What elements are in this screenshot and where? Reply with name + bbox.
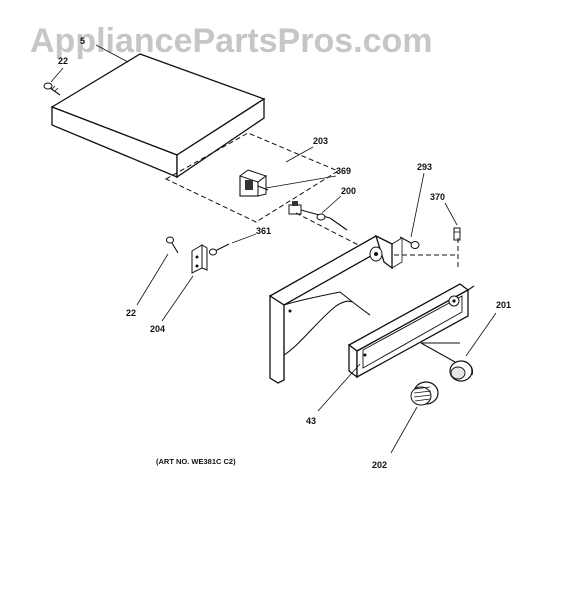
callout-201: 201	[496, 300, 511, 310]
knob-axis-line	[420, 342, 456, 363]
bracket-204	[191, 244, 208, 274]
leader-370	[444, 202, 458, 226]
leader-201	[465, 312, 497, 357]
callout-43: 43	[306, 416, 316, 426]
leader-22-bottom	[136, 253, 169, 306]
callout-204: 204	[150, 324, 165, 334]
leader-22-top	[50, 67, 64, 83]
alignment-line	[295, 212, 373, 253]
callout-5: 5	[80, 36, 85, 46]
callout-361: 361	[256, 226, 271, 236]
callout-370: 370	[430, 192, 445, 202]
screw-361	[209, 243, 230, 256]
leader-361	[231, 233, 257, 244]
knob-202	[410, 381, 439, 406]
knob-201	[449, 360, 474, 382]
watermark-text: AppliancePartsPros.com	[30, 22, 432, 60]
callout-203: 203	[313, 136, 328, 146]
callout-200: 200	[341, 186, 356, 196]
pin-370	[453, 227, 461, 241]
switch-200	[288, 201, 348, 231]
leader-202	[390, 406, 418, 454]
leader-203	[285, 146, 314, 163]
leader-43	[317, 363, 361, 412]
art-number-label: (ART NO. WE381C C2)	[156, 457, 236, 466]
callout-293: 293	[417, 162, 432, 172]
leader-5	[95, 44, 129, 63]
screw-22-top	[43, 82, 61, 96]
screw-293	[399, 236, 420, 249]
leader-293	[410, 172, 425, 238]
callout-369: 369	[336, 166, 351, 176]
leader-369	[265, 175, 337, 189]
leader-200	[321, 195, 342, 214]
timer-switch	[238, 169, 269, 197]
screw-22-bottom	[166, 236, 179, 254]
callout-202: 202	[372, 460, 387, 470]
leader-204	[161, 275, 194, 322]
top-cover-panel	[50, 53, 266, 179]
console-housing	[268, 234, 403, 384]
callout-22-bottom: 22	[126, 308, 136, 318]
control-bracket-outline	[164, 132, 340, 223]
callout-22-top: 22	[58, 56, 68, 66]
